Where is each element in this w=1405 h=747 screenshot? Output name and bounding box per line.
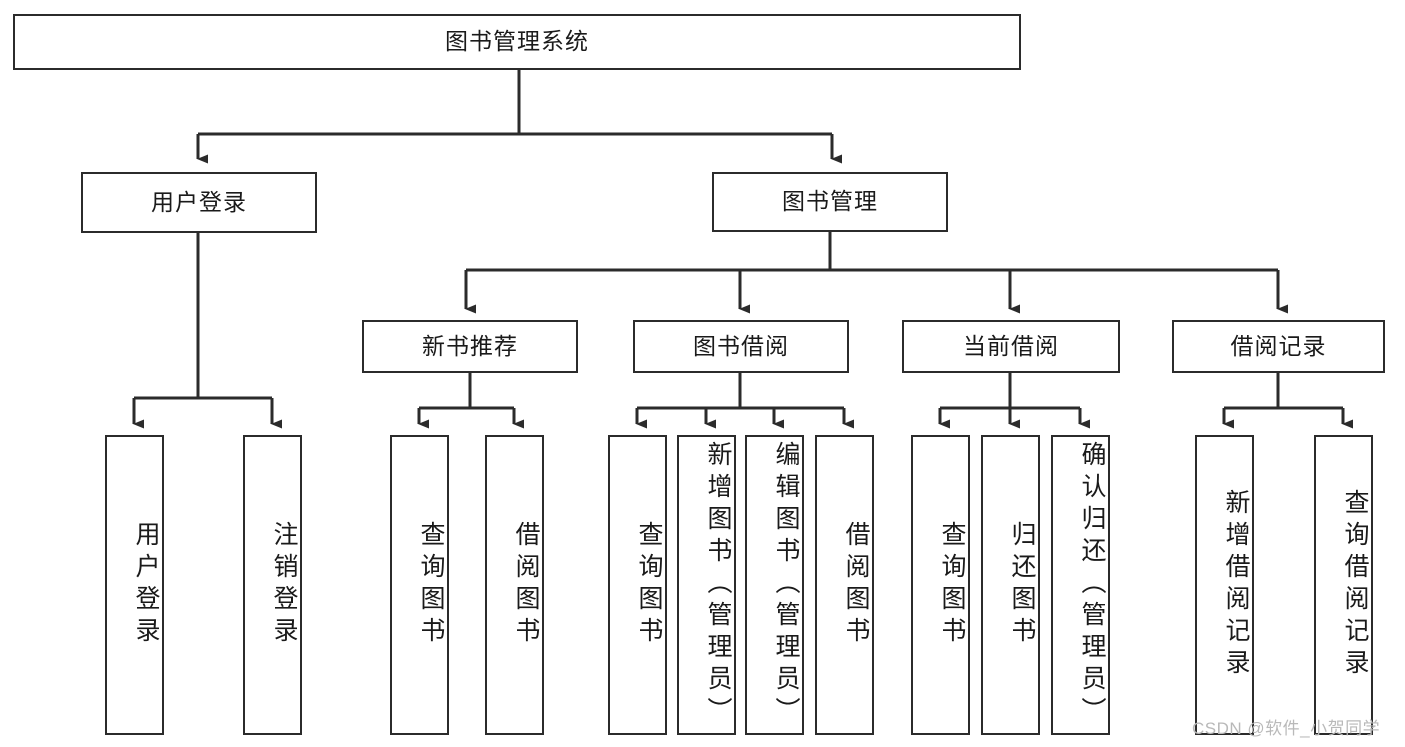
node-root-system[interactable]: 图书管理系统 bbox=[13, 14, 1021, 70]
node-current-borrow[interactable]: 当前借阅 bbox=[902, 320, 1120, 373]
leaf-label: 确认归还（管理员） bbox=[1078, 441, 1106, 729]
leaf-recommend-query-book[interactable]: 查询图书 bbox=[390, 435, 449, 735]
leaf-current-return-book[interactable]: 归还图书 bbox=[981, 435, 1040, 735]
leaf-label: 新增借阅记录 bbox=[1222, 489, 1250, 681]
leaf-borrow-add-book-admin[interactable]: 新增图书（管理员） bbox=[677, 435, 736, 735]
leaf-record-query-record[interactable]: 查询借阅记录 bbox=[1314, 435, 1373, 735]
leaf-user-login-login[interactable]: 用户登录 bbox=[105, 435, 164, 735]
leaf-label: 查询图书 bbox=[635, 521, 663, 649]
node-borrow-record[interactable]: 借阅记录 bbox=[1172, 320, 1385, 373]
leaf-label: 查询图书 bbox=[417, 521, 445, 649]
node-user-login[interactable]: 用户登录 bbox=[81, 172, 317, 233]
node-book-management[interactable]: 图书管理 bbox=[712, 172, 948, 232]
node-book-borrow[interactable]: 图书借阅 bbox=[633, 320, 849, 373]
leaf-label: 查询借阅记录 bbox=[1341, 489, 1369, 681]
leaf-current-confirm-return-admin[interactable]: 确认归还（管理员） bbox=[1051, 435, 1110, 735]
leaf-user-login-logout[interactable]: 注销登录 bbox=[243, 435, 302, 735]
leaf-record-add-record[interactable]: 新增借阅记录 bbox=[1195, 435, 1254, 735]
node-new-book-recommend[interactable]: 新书推荐 bbox=[362, 320, 578, 373]
leaf-label: 用户登录 bbox=[132, 521, 160, 649]
leaf-recommend-borrow-book[interactable]: 借阅图书 bbox=[485, 435, 544, 735]
leaf-label: 借阅图书 bbox=[842, 521, 870, 649]
leaf-borrow-borrow-book[interactable]: 借阅图书 bbox=[815, 435, 874, 735]
watermark-csdn: CSDN @软件_小贺同学 bbox=[1192, 719, 1381, 738]
leaf-label: 新增图书（管理员） bbox=[704, 441, 732, 729]
leaf-label: 注销登录 bbox=[270, 521, 298, 649]
leaf-label: 查询图书 bbox=[938, 521, 966, 649]
leaf-current-query-book[interactable]: 查询图书 bbox=[911, 435, 970, 735]
leaf-label: 编辑图书（管理员） bbox=[772, 441, 800, 729]
leaf-borrow-query-book[interactable]: 查询图书 bbox=[608, 435, 667, 735]
leaf-borrow-edit-book-admin[interactable]: 编辑图书（管理员） bbox=[745, 435, 804, 735]
leaf-label: 借阅图书 bbox=[512, 521, 540, 649]
leaf-label: 归还图书 bbox=[1008, 521, 1036, 649]
